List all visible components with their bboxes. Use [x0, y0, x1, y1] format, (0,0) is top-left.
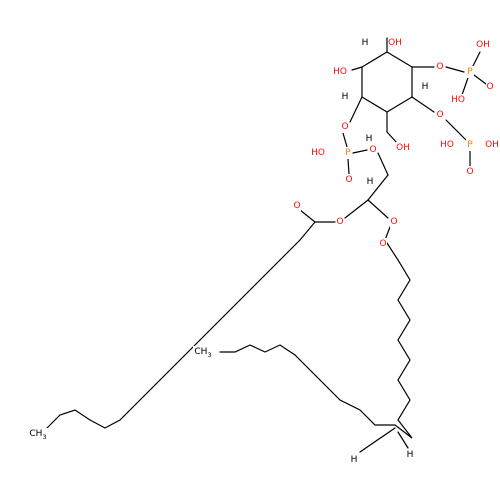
atom-label-bg: [344, 147, 352, 159]
atom-label-bg: [361, 37, 369, 49]
atom-label-bg: [466, 166, 474, 178]
atom-label-p1: P: [467, 67, 473, 77]
atom-label-o_p2_link: O: [436, 110, 443, 120]
atom-label-o_ring_oh2: HO: [333, 67, 347, 77]
atom-label-o_carbonyl2: O: [379, 239, 386, 249]
atom-label-ch3_top: CH3: [194, 347, 211, 359]
atom-label-h_alkene_left: H: [351, 455, 358, 465]
bond-lines: [44, 37, 487, 453]
atom-label-bg: [436, 109, 444, 121]
atom-label-p1_oh_left: HO: [451, 95, 465, 105]
atom-label-p3: P: [345, 148, 351, 158]
atom-label-h_ring1: H: [362, 38, 369, 48]
atom-label-bg: [466, 139, 474, 151]
atom-label-bg: [293, 200, 301, 212]
atom-label-o_ester2: O: [390, 217, 397, 227]
atom-label-bg: [379, 238, 387, 250]
atom-label-o_ring_oh1: OH: [388, 38, 402, 48]
atom-label-o_p3_link_right: O: [369, 145, 376, 155]
atom-label-p1_oh_top: OH: [476, 40, 490, 50]
atom-label-bg: [341, 121, 349, 133]
atom-label-bg: [341, 91, 349, 103]
atom-label-o_ester1: O: [336, 217, 343, 227]
atom-label-o_carbonyl1: O: [293, 201, 300, 211]
atom-label-bg: [350, 454, 358, 466]
atom-label-bg: [365, 133, 373, 145]
atom-label-bg: [333, 66, 347, 78]
atom-label-bg: [345, 174, 353, 186]
atom-label-o_p1_link: O: [436, 62, 443, 72]
atom-label-p2: P: [467, 140, 473, 150]
atom-label-o_p3_link_left: O: [341, 122, 348, 132]
atom-label-h_ring4: H: [366, 134, 373, 144]
atom-label-p3_oh: HO: [311, 148, 325, 158]
atom-label-p2_oh_right: OH: [485, 140, 499, 150]
atom-label-p3_dbl_o: O: [345, 175, 352, 185]
atom-label-o_ring_oh3: OH: [396, 143, 410, 153]
atom-label-bg: [311, 147, 325, 159]
atom-label-bg: [436, 61, 444, 73]
atom-label-bg: [388, 37, 402, 49]
atom-label-h_glycerol: H: [367, 177, 374, 187]
atom-label-bg: [366, 176, 374, 188]
atom-label-h_alkene_right: H: [407, 450, 414, 460]
atom-label-p1_dbl_o: O: [486, 82, 493, 92]
atom-label-ch3_bottom: CH3: [29, 429, 46, 441]
atom-label-p2_oh_left: HO: [440, 140, 454, 150]
atom-label-bg: [336, 216, 344, 228]
atom-label-bg: [193, 346, 213, 358]
atom-label-bg: [406, 449, 414, 461]
atom-label-bg: [396, 142, 410, 154]
atom-label-bg: [369, 144, 377, 156]
atom-label-bg: [390, 216, 398, 228]
atom-label-bg: [440, 139, 454, 151]
atom-label-bg: [28, 428, 48, 440]
atom-label-p2_dbl_o: O: [466, 167, 473, 177]
atom-label-bg: [486, 81, 494, 93]
atom-label-h_ring2: H: [342, 92, 349, 102]
atom-label-bg: [485, 139, 499, 151]
atom-label-bg: [421, 81, 429, 93]
atom-label-bg: [466, 66, 474, 78]
atom-label-bg: [476, 39, 490, 51]
atom-label-bg: [451, 94, 465, 106]
atom-label-h_ring3: H: [422, 82, 429, 92]
